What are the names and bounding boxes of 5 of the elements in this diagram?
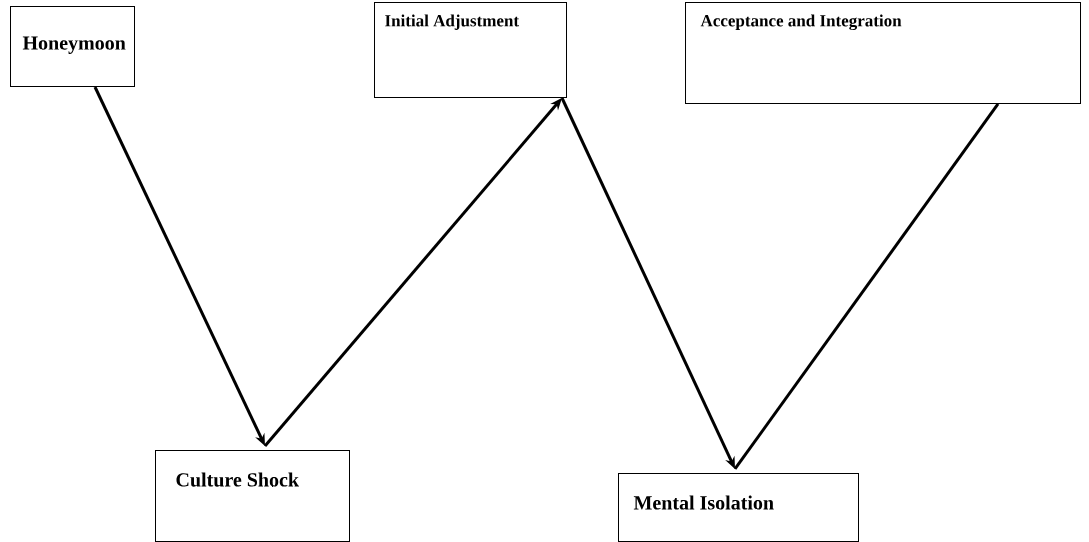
stage-box: Culture Shock xyxy=(155,450,350,542)
stage-box: Honeymoon xyxy=(10,6,135,87)
stage-box: Mental Isolation xyxy=(618,473,859,542)
stage-box: Acceptance and Integration xyxy=(685,2,1081,104)
stage-box: Initial Adjustment xyxy=(374,2,567,98)
